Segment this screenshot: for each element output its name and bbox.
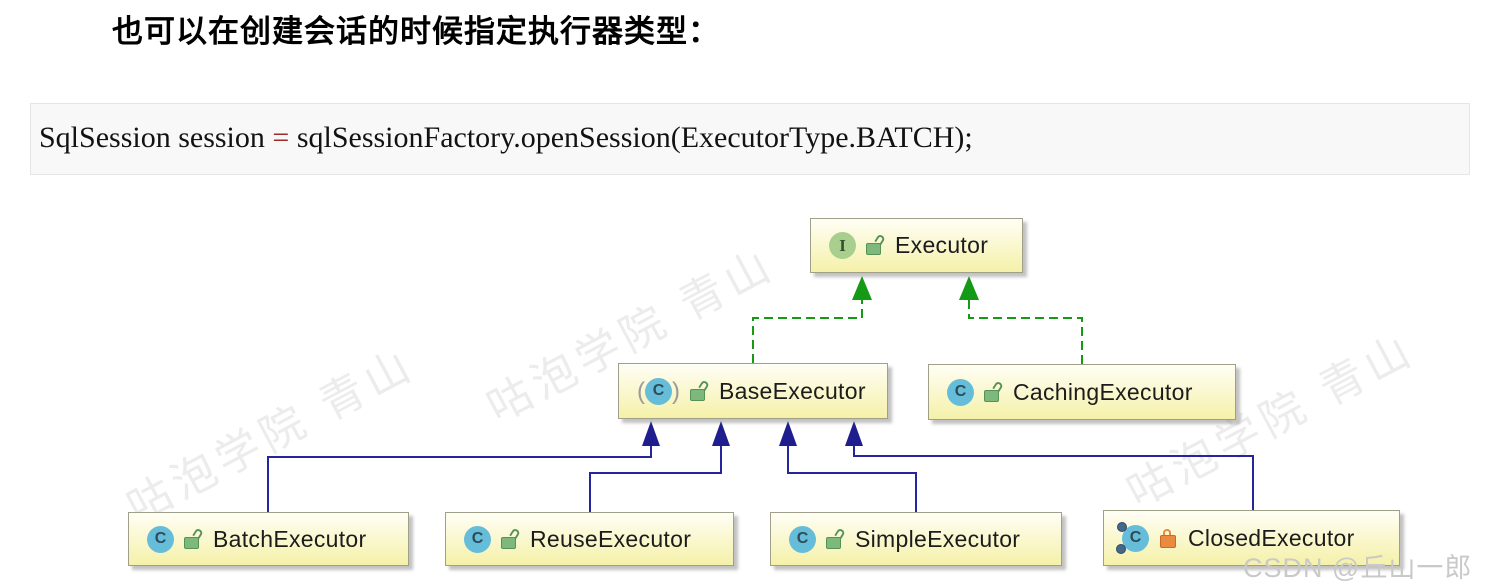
node-label: ClosedExecutor [1188, 524, 1355, 551]
node-label: SimpleExecutor [855, 525, 1021, 552]
code-line: SqlSession session = sqlSessionFactory.o… [31, 104, 1469, 172]
uml-node-reuse-executor: C ReuseExecutor [445, 512, 734, 566]
class-icon: C [789, 525, 816, 553]
icon-cluster: I [829, 232, 886, 259]
icon-cluster: C [464, 525, 521, 553]
code-operator: = [272, 121, 290, 154]
lock-open-icon [866, 233, 886, 255]
interface-icon: I [829, 232, 856, 259]
class-icon: C [947, 378, 974, 406]
code-block: SqlSession session = sqlSessionFactory.o… [30, 103, 1470, 175]
uml-node-simple-executor: C SimpleExecutor [770, 512, 1062, 566]
watermark-csdn: CSDN @丘山一郎 [1243, 553, 1473, 583]
icon-cluster: (C) [637, 377, 710, 405]
node-label: ReuseExecutor [530, 525, 692, 552]
class-icon: C [147, 525, 174, 553]
node-label: BaseExecutor [719, 377, 866, 404]
lock-closed-icon [1159, 528, 1176, 548]
watermark-diagonal: 咕泡学院 青山 [119, 339, 424, 533]
class-icon: C [464, 525, 491, 553]
uml-node-executor: I Executor [810, 218, 1023, 273]
lock-open-icon [826, 527, 846, 549]
implements-edges [752, 300, 1083, 364]
extends-arrowheads [642, 421, 863, 446]
code-rhs: sqlSessionFactory.openSession(ExecutorTy… [289, 121, 973, 154]
lock-open-icon [184, 527, 204, 549]
node-label: Executor [895, 232, 989, 258]
icon-cluster: C [1116, 521, 1176, 554]
uml-node-caching-executor: C CachingExecutor [928, 364, 1236, 420]
lock-open-icon [501, 527, 521, 549]
page-heading: 也可以在创建会话的时候指定执行器类型： [112, 14, 720, 49]
uml-node-batch-executor: C BatchExecutor [128, 512, 409, 566]
lock-open-icon [690, 379, 710, 401]
nested-class-icon: C [1116, 521, 1149, 554]
implements-arrowheads [852, 276, 979, 300]
icon-cluster: C [947, 378, 1004, 406]
node-label: CachingExecutor [1013, 378, 1193, 405]
uml-node-closed-executor: C ClosedExecutor [1103, 510, 1400, 566]
icon-cluster: C [147, 525, 204, 553]
extends-edges [267, 446, 1254, 512]
uml-node-base-executor: (C) BaseExecutor [618, 363, 888, 419]
lock-open-icon [984, 380, 1004, 402]
abstract-class-icon: (C) [637, 377, 680, 405]
code-lhs: SqlSession session [39, 121, 273, 154]
node-label: BatchExecutor [213, 525, 367, 552]
icon-cluster: C [789, 525, 846, 553]
